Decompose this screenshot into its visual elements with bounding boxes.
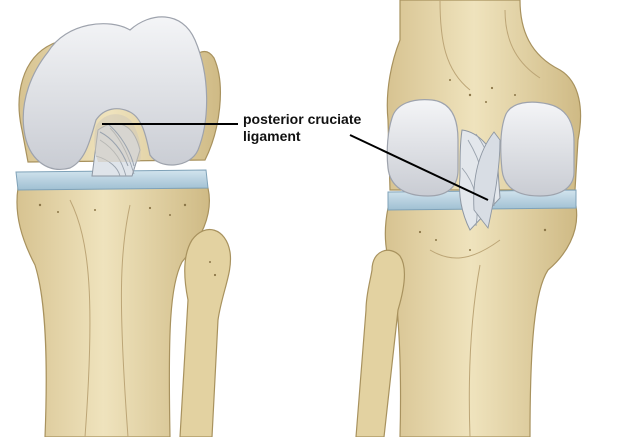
pcl-label: posterior cruciate ligament [243, 111, 361, 145]
pcl-label-line2: ligament [243, 128, 301, 144]
left-meniscus [15, 169, 209, 191]
left-tibia [16, 187, 210, 437]
left-tibia-contour [69, 199, 131, 437]
leader-line-right [349, 134, 489, 201]
right-cruciate-ligaments [459, 129, 501, 231]
right-medial-condyle [386, 99, 459, 197]
left-femoral-cartilage [22, 16, 208, 170]
right-fibula [355, 249, 406, 437]
right-femur-contour [439, 0, 541, 91]
right-knee [355, 0, 582, 437]
pcl-label-line1: posterior cruciate [243, 111, 362, 127]
left-fibula [179, 229, 232, 437]
left-knee [15, 16, 232, 437]
left-bone-texture [38, 203, 217, 277]
right-bone-texture [418, 79, 547, 251]
right-tibia-contour [429, 239, 501, 437]
right-lateral-condyle [500, 101, 575, 197]
right-tibia [384, 205, 578, 437]
left-intercondylar-notch [94, 114, 141, 162]
